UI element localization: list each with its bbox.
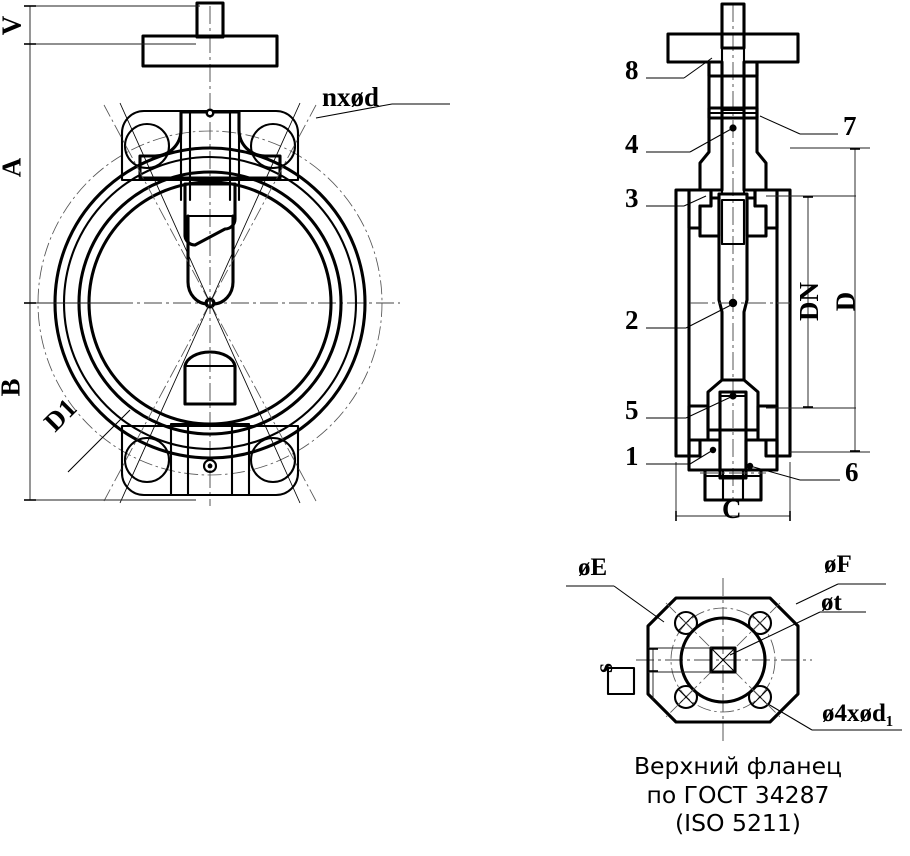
- upper-lug-outline: [120, 109, 300, 182]
- nxd-leader: [315, 103, 450, 119]
- seat-liner-lower-right: [756, 404, 779, 458]
- item-number-3: 3: [625, 183, 639, 213]
- square-drive-x2: [710, 647, 736, 673]
- flange-bolt-holes: [673, 610, 773, 710]
- callout-nxd: nxød: [322, 82, 380, 112]
- leader-dot-4: [729, 124, 737, 132]
- item-number-6: 6: [845, 457, 859, 487]
- item-leader-dots: [709, 124, 754, 470]
- dimension-label-4xd1: ø4xød₁: [822, 700, 894, 727]
- stem-boss: [138, 110, 282, 180]
- bottom-plug-hatch-l: [703, 468, 725, 502]
- item-number-8: 8: [625, 55, 639, 85]
- dimension-label-phi-f: øF: [824, 551, 852, 578]
- flange-caption: Верхний фланец по ГОСТ 34287 (ISO 5211): [566, 752, 910, 838]
- caption-line-3: (ISO 5211): [675, 809, 801, 838]
- bolt-hole-upper-left: [123, 122, 171, 170]
- square-symbol-s: [606, 666, 636, 696]
- disc-upper-hub: [183, 182, 237, 247]
- lower-stem-bore: [718, 390, 748, 480]
- section-view: [646, 2, 870, 521]
- flange-leaders: [566, 583, 902, 731]
- leader-dot-1: [709, 446, 717, 454]
- square-drive: [709, 646, 737, 674]
- caption-line-1: Верхний фланец: [633, 752, 843, 780]
- dimension-label-b: B: [0, 378, 27, 396]
- disc-construction-lines: [119, 102, 301, 504]
- bottom-plug-center: [207, 463, 213, 469]
- body-wall-right: [775, 188, 792, 458]
- item-number-5: 5: [625, 395, 639, 425]
- body-wall-left: [674, 188, 691, 458]
- neck-left-section: [698, 60, 724, 192]
- item-number-7: 7: [843, 111, 857, 141]
- front-view-dimension-lines: [24, 5, 200, 501]
- bolt-circle-d1: [37, 130, 383, 476]
- dimension-label-d: D: [830, 291, 861, 312]
- leader-dot-5: [729, 392, 737, 400]
- front-view: [24, 1, 450, 506]
- shaft-pin-upper-center: [208, 111, 212, 115]
- dimension-label-s: s: [590, 663, 618, 673]
- item-leaders: [646, 57, 840, 481]
- flange-s-dimension: [606, 647, 712, 700]
- bottom-plug-hole: [202, 458, 218, 474]
- top-flange-view: [566, 578, 902, 742]
- leader-dot-6: [746, 462, 754, 470]
- neck-right-section: [742, 60, 768, 192]
- bolt-hole-lower-right: [249, 436, 297, 484]
- bottom-plug-hatch-r: [741, 468, 763, 502]
- dimension-label-phi-t: øt: [821, 589, 842, 616]
- bottom-bracket: [169, 422, 251, 497]
- d1-leader: [67, 409, 131, 473]
- bolt-hole-upper-right: [249, 122, 297, 170]
- flange-bolt-circle: [670, 607, 776, 713]
- bolt-hole-lower-left: [123, 436, 171, 484]
- disc-boss-left: [698, 188, 721, 238]
- radial-axis-lines: [103, 104, 317, 502]
- item-number-1: 1: [625, 441, 639, 471]
- lower-lug-outline: [120, 424, 300, 497]
- stem-stub: [195, 1, 225, 39]
- dimension-label-phi-e: øE: [578, 554, 608, 581]
- neck-inner-lines: [179, 110, 241, 202]
- section-dimension-lines: [675, 147, 870, 521]
- item-number-4: 4: [625, 129, 639, 159]
- item-number-2: 2: [625, 305, 639, 335]
- dimension-label-c: C: [722, 494, 742, 524]
- disc-boss-right: [745, 188, 768, 238]
- dimension-label-dn: DN: [794, 282, 824, 321]
- stem-upper-shaft: [720, 46, 746, 112]
- caption-line-2: по ГОСТ 34287: [646, 780, 830, 809]
- seat-liner-lower-left: [687, 404, 710, 458]
- dimension-label-v: V: [0, 16, 27, 36]
- dimension-label-a: A: [0, 158, 27, 178]
- flange-spigot-circle: [679, 616, 767, 704]
